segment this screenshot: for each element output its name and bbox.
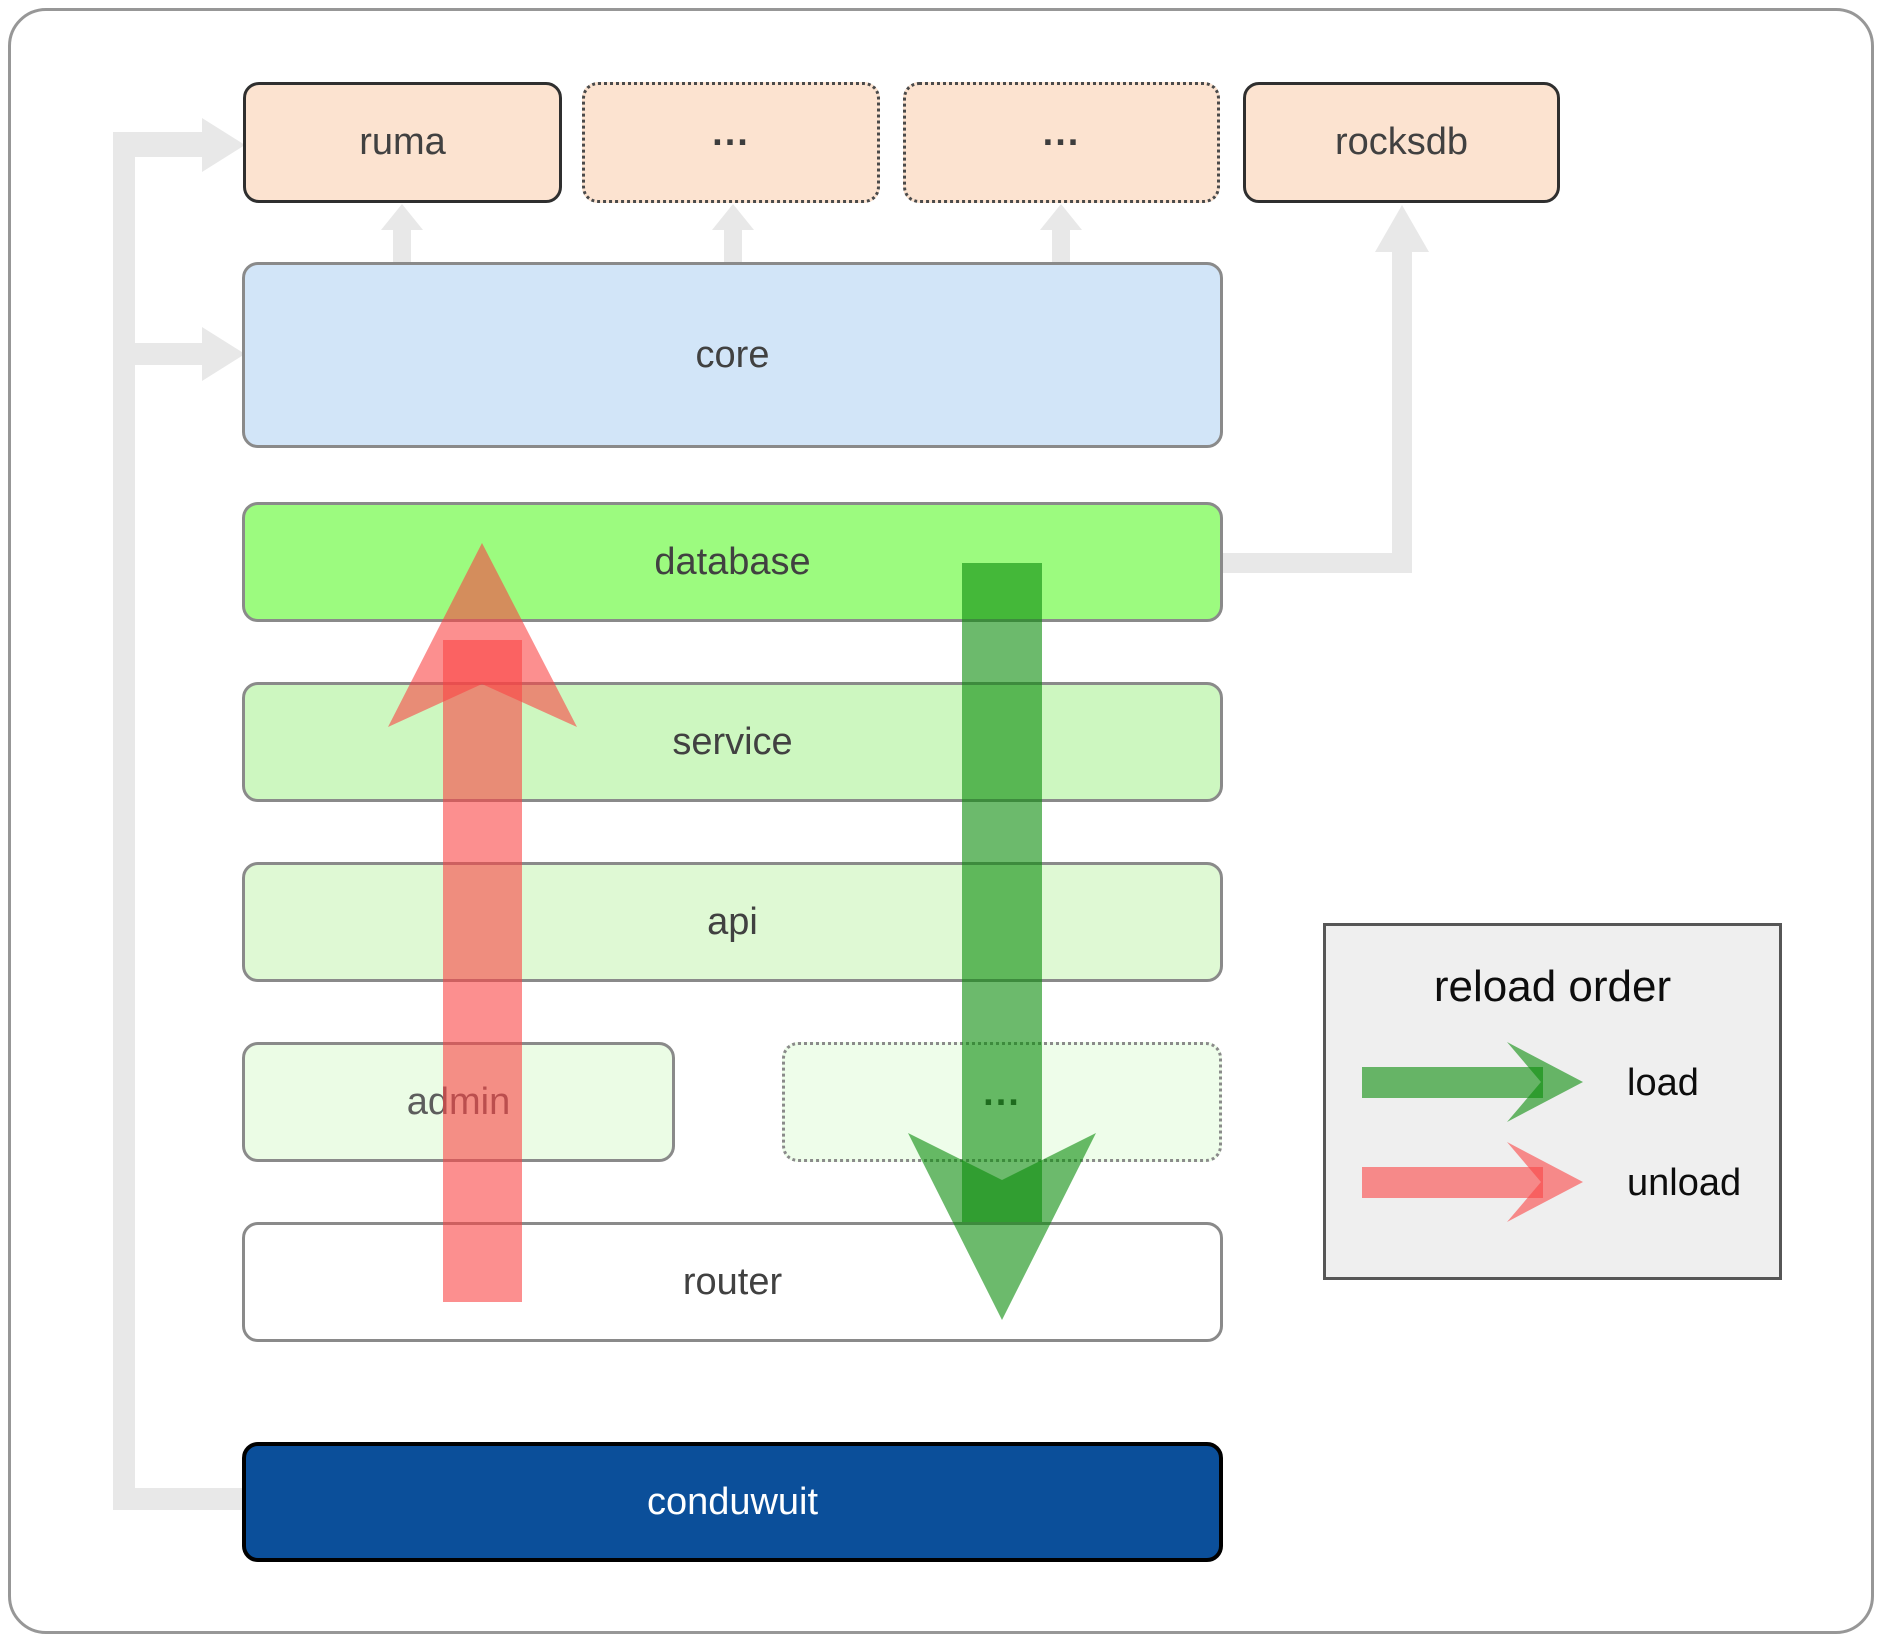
legend-reload-order: reload order load unload [1323, 923, 1782, 1280]
node-ellipsis-admin-row-label: ... [983, 1071, 1021, 1114]
legend-load-arrow-shaft [1362, 1067, 1543, 1098]
node-core: core [242, 262, 1223, 448]
node-admin: admin [242, 1042, 675, 1162]
node-service: service [242, 682, 1223, 802]
node-ellipsis-top-right-label: ... [1042, 112, 1081, 154]
legend-unload-arrowhead-icon [1507, 1142, 1583, 1222]
legend-load-arrow [1362, 1042, 1583, 1122]
node-database-label: database [654, 540, 811, 583]
node-ellipsis-top-right: ... [903, 82, 1220, 203]
node-rocksdb-label: rocksdb [1334, 121, 1469, 163]
legend-unload-label: unload [1627, 1162, 1742, 1204]
legend-arrows [1362, 1042, 1583, 1222]
node-ruma: ruma [243, 82, 562, 203]
legend-title: reload order [1433, 962, 1672, 1011]
legend-unload-arrow [1362, 1142, 1583, 1222]
node-service-label: service [672, 720, 793, 763]
node-ellipsis-admin-row: ... [782, 1042, 1222, 1162]
node-conduwuit-label: conduwuit [646, 1480, 819, 1523]
node-ruma-label: ruma [359, 121, 446, 163]
node-api-label: api [707, 900, 758, 943]
outer-frame [8, 8, 1874, 1634]
node-admin-label: admin [406, 1080, 511, 1123]
node-api: api [242, 862, 1223, 982]
node-router: router [242, 1222, 1223, 1342]
node-ellipsis-top-left-label: ... [712, 112, 750, 154]
node-rocksdb: rocksdb [1243, 82, 1560, 203]
legend-load-label: load [1627, 1062, 1699, 1104]
node-conduwuit: conduwuit [242, 1442, 1223, 1562]
node-database: database [242, 502, 1223, 622]
node-router-label: router [682, 1260, 783, 1303]
legend-unload-arrow-shaft [1362, 1167, 1543, 1198]
node-core-label: core [695, 333, 770, 376]
legend-load-arrowhead-icon [1507, 1042, 1583, 1122]
node-ellipsis-top-left: ... [582, 82, 880, 203]
